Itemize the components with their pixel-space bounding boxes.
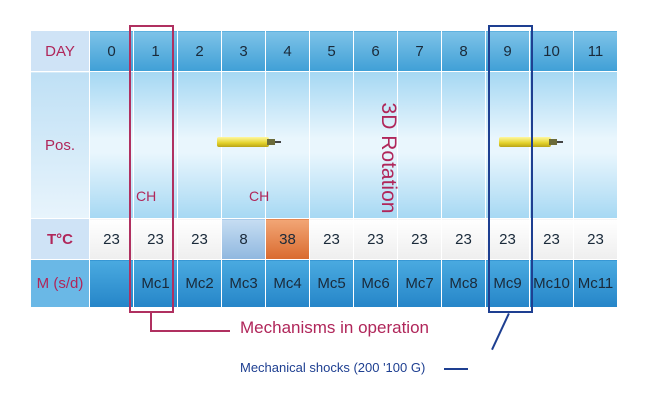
ch-label-day3: CH [249, 188, 270, 204]
position-header: Pos. [30, 71, 90, 220]
position-cell [177, 71, 222, 220]
temperature-cell: 23 [529, 218, 574, 261]
mechanism-cell: Mc6 [353, 259, 398, 308]
temperature-cell: 23 [89, 218, 134, 261]
mechanism-cell: Mc7 [397, 259, 442, 308]
day-cell: 4 [265, 29, 310, 73]
day-cell: 7 [397, 29, 442, 73]
probe-icon [217, 137, 283, 147]
position-row: Pos. [30, 71, 618, 220]
mechanism-cell: Mc5 [309, 259, 354, 308]
temperature-cell-cold: 8 [221, 218, 266, 261]
temperature-row: T°C 23 23 23 8 38 23 23 23 23 23 23 23 [30, 218, 618, 261]
day-header: DAY [30, 29, 90, 73]
day-cell: 9 [485, 29, 530, 73]
shocks-callout: Mechanical shocks (200 '100 G) [240, 360, 426, 375]
rotation-label: 3D Rotation [377, 102, 400, 214]
position-cell [309, 71, 354, 220]
position-cell [265, 71, 310, 220]
day-cell: 10 [529, 29, 574, 73]
mechanism-cell: Mc4 [265, 259, 310, 308]
mechanisms-highlight-frame [129, 25, 174, 313]
position-cell [397, 71, 442, 220]
mechanism-cell: Mc11 [573, 259, 618, 308]
mechanism-cell: Mc10 [529, 259, 574, 308]
shocks-leader-line-horizontal [444, 368, 468, 370]
day-cell: 11 [573, 29, 618, 73]
temperature-cell: 23 [309, 218, 354, 261]
day-cell: 8 [441, 29, 486, 73]
mechanism-cell: Mc3 [221, 259, 266, 308]
temperature-cell: 23 [485, 218, 530, 261]
temperature-cell-hot: 38 [265, 218, 310, 261]
mechanisms-callout: Mechanisms in operation [240, 318, 429, 337]
temperature-cell: 23 [397, 218, 442, 261]
mechanism-header: M (s/d) [30, 259, 90, 308]
position-cell [573, 71, 618, 220]
position-cell [353, 71, 398, 220]
mechanism-cell: Mc1 [133, 259, 178, 308]
mechanism-cell [89, 259, 134, 308]
probe-icon [499, 137, 565, 147]
shocks-highlight-frame [488, 25, 533, 313]
day-cell: 3 [221, 29, 266, 73]
mechanisms-leader-line [150, 313, 230, 332]
day-cell: 0 [89, 29, 134, 73]
mechanism-cell: Mc8 [441, 259, 486, 308]
position-cell [441, 71, 486, 220]
temperature-cell: 23 [353, 218, 398, 261]
temperature-cell: 23 [177, 218, 222, 261]
position-cell [89, 71, 134, 220]
shocks-leader-line [491, 313, 510, 351]
temperature-cell: 23 [133, 218, 178, 261]
temperature-cell: 23 [573, 218, 618, 261]
day-cell: 1 [133, 29, 178, 73]
day-cell: 5 [309, 29, 354, 73]
day-cell: 6 [353, 29, 398, 73]
temperature-cell: 23 [441, 218, 486, 261]
day-cell: 2 [177, 29, 222, 73]
mechanism-row: M (s/d) Mc1 Mc2 Mc3 Mc4 Mc5 Mc6 Mc7 Mc8 … [30, 259, 618, 308]
temperature-header: T°C [30, 218, 90, 261]
mechanism-cell: Mc9 [485, 259, 530, 308]
day-row: DAY 0 1 2 3 4 5 6 7 8 9 10 11 [30, 29, 618, 73]
schedule-table: DAY 0 1 2 3 4 5 6 7 8 9 10 11 Pos. T°C 2… [30, 29, 618, 308]
mechanism-cell: Mc2 [177, 259, 222, 308]
ch-label-day1: CH [136, 188, 157, 204]
